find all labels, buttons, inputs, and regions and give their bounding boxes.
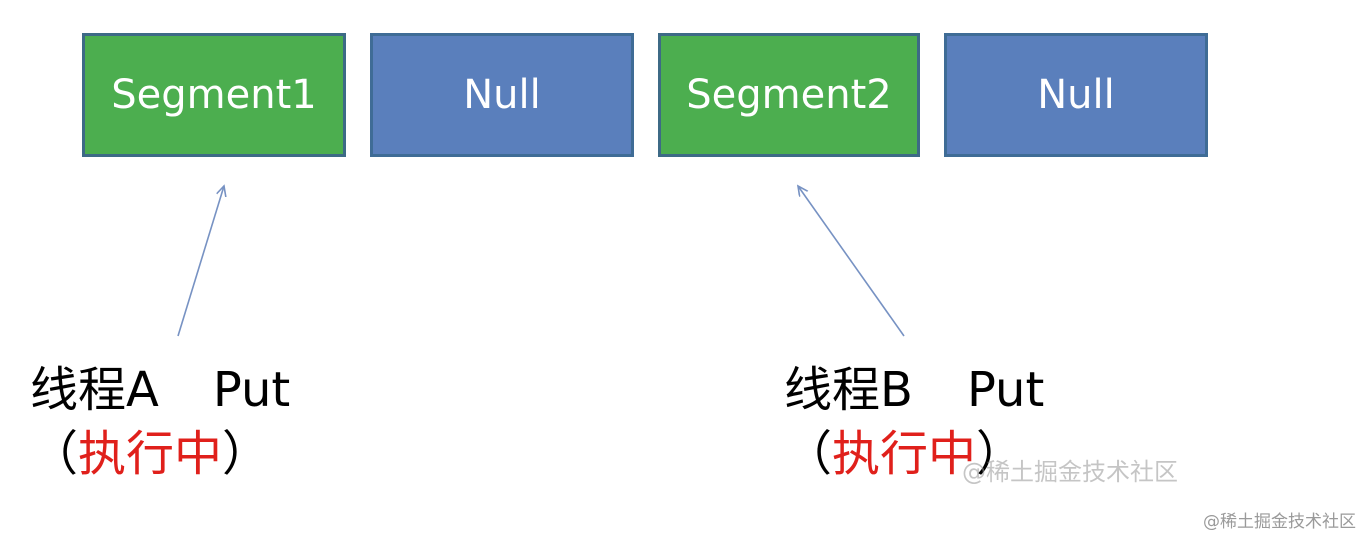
thread-b-name: 线程B bbox=[784, 362, 913, 418]
thread-a-status: （执行中） bbox=[30, 430, 270, 478]
segment2-label: Segment2 bbox=[686, 72, 892, 118]
thread-b-action: Put bbox=[966, 362, 1045, 418]
watermark-corner: @稀土掘金技术社区 bbox=[1203, 512, 1356, 532]
thread-b-arrow bbox=[798, 186, 905, 337]
thread-b-status: （执行中） bbox=[784, 430, 1024, 478]
thread-a-name: 线程A bbox=[30, 362, 159, 418]
thread-a-action: Put bbox=[212, 362, 291, 418]
null-label-2: Null bbox=[1037, 72, 1115, 118]
thread-b-status-text: 执行中 bbox=[832, 426, 977, 482]
null-box-2: Null bbox=[944, 33, 1208, 157]
null-label-1: Null bbox=[463, 72, 541, 118]
thread-a-paren-close: ） bbox=[222, 426, 271, 482]
thread-a-status-text: 执行中 bbox=[78, 426, 223, 482]
segment2-box: Segment2 bbox=[658, 33, 920, 157]
thread-b-paren-open: （ bbox=[784, 426, 833, 482]
watermark-inline: @稀土掘金技术社区 bbox=[962, 458, 1178, 486]
thread-a-paren-open: （ bbox=[30, 426, 79, 482]
thread-b-paren-close: ） bbox=[976, 426, 1025, 482]
null-box-1: Null bbox=[370, 33, 634, 157]
segment1-box: Segment1 bbox=[82, 33, 346, 157]
thread-a-arrow bbox=[177, 186, 224, 337]
segment1-label: Segment1 bbox=[111, 72, 317, 118]
